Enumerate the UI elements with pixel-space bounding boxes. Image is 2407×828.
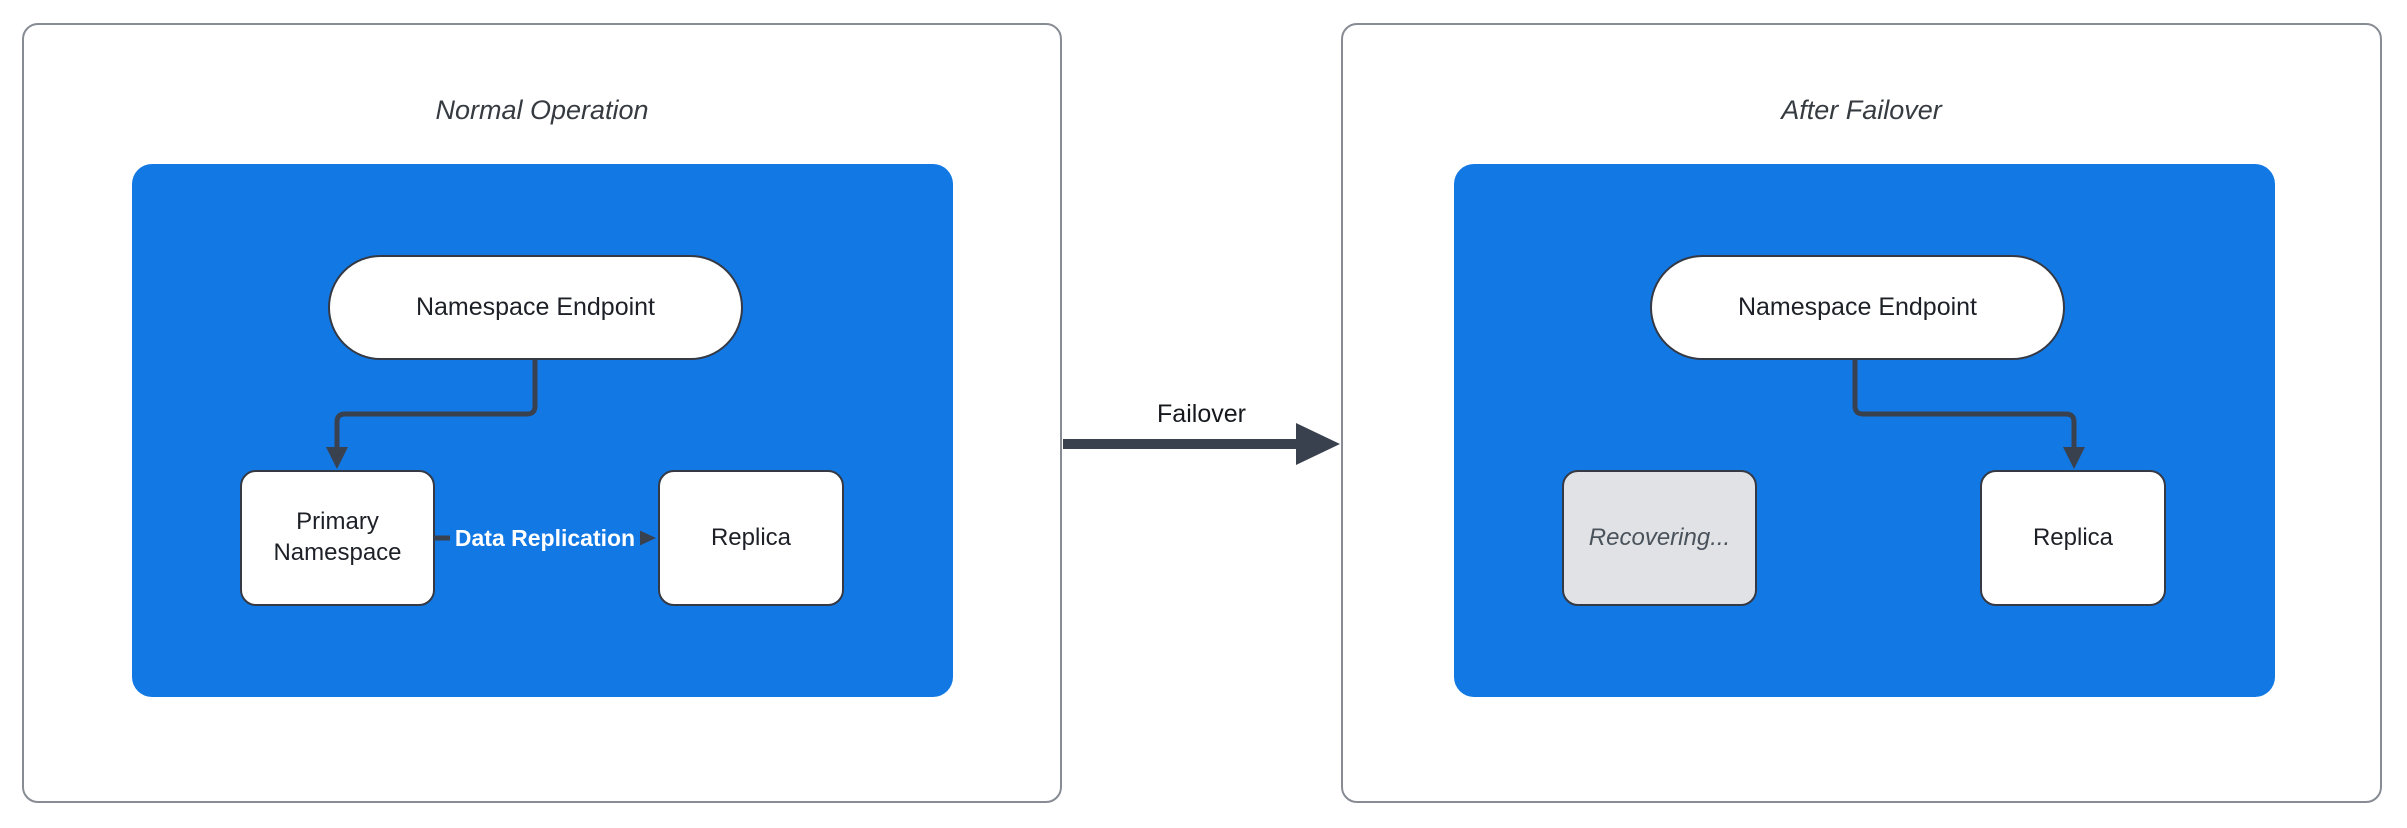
namespace-cluster: Namespace Endpoint Recovering... Replica [1454,164,2275,697]
node-label: Primary Namespace [273,508,402,566]
node-replica: Replica [1980,470,2166,606]
node-label: Replica [710,523,792,551]
node-namespace-endpoint: Namespace Endpoint [328,255,743,360]
node-label: Recovering... [1588,523,1731,551]
node-label: Replica [2032,523,2114,551]
namespace-cluster: Namespace Endpoint Primary Namespace Rep… [132,164,953,697]
edge-label-data-replication: Data Replication [434,520,656,556]
edge-label-text: Data Replication [449,522,641,554]
panel-normal-operation: Normal Operation Namespace Endpoint Prim… [22,23,1062,803]
panel-title: After Failover [1781,95,1942,125]
failover-arrow-label: Failover [1157,400,1246,428]
node-namespace-endpoint: Namespace Endpoint [1650,255,2065,360]
node-label: Namespace Endpoint [415,293,656,321]
node-replica: Replica [658,470,844,606]
node-recovering: Recovering... [1562,470,1757,606]
panel-after-failover: After Failover Namespace Endpoint Recove… [1341,23,2382,803]
node-primary-namespace: Primary Namespace [240,470,435,606]
node-label: Namespace Endpoint [1737,293,1978,321]
panel-title: Normal Operation [435,95,649,125]
